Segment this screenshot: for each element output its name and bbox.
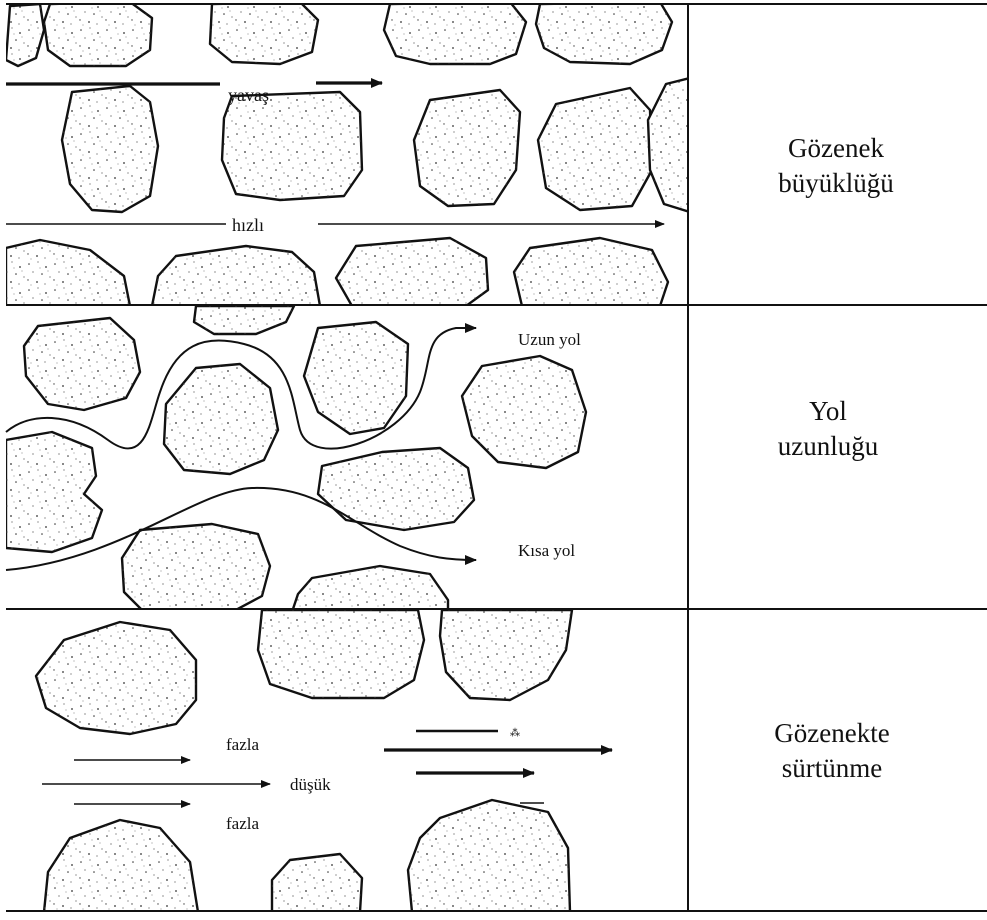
- grain: [44, 820, 198, 912]
- grain: [164, 364, 278, 474]
- grain: [538, 88, 652, 210]
- grains-panel-1: [6, 2, 690, 306]
- grain: [6, 4, 44, 66]
- grain: [6, 240, 130, 306]
- side-label-pore-size-line1: Gözenek: [788, 133, 884, 163]
- side-label-path-length-line2: uzunluğu: [778, 431, 879, 461]
- grain: [272, 854, 362, 912]
- side-label-pore-size-line2: büyüklüğü: [778, 168, 894, 198]
- grain: [152, 246, 320, 306]
- label-long-path: Uzun yol: [518, 330, 581, 349]
- grain: [6, 432, 102, 552]
- grain: [462, 356, 586, 468]
- grain: [24, 318, 140, 410]
- grain: [258, 610, 424, 698]
- label-low: düşük: [290, 775, 331, 794]
- side-label-path-length-line1: Yol: [809, 396, 847, 426]
- grain: [292, 566, 448, 612]
- grain: [210, 2, 318, 64]
- grains-panel-2: [6, 306, 586, 612]
- label-high-top: fazla: [226, 735, 259, 754]
- grain: [408, 800, 570, 912]
- panel-path-length: Uzun yol Kısa yol: [6, 306, 586, 612]
- grain: [336, 238, 488, 306]
- label-fast: hızlı: [232, 215, 264, 235]
- panel-pore-friction: ⁂ fazla düşük fazla: [36, 610, 612, 912]
- label-high-bottom: fazla: [226, 814, 259, 833]
- grain: [414, 90, 520, 206]
- panel-pore-size: yavaş hızlı: [6, 2, 690, 306]
- grain: [62, 86, 158, 212]
- side-label-pore-friction-line2: sürtünme: [782, 753, 883, 783]
- grain: [536, 2, 672, 64]
- grain: [222, 92, 362, 200]
- grain: [648, 78, 690, 212]
- grain: [384, 2, 526, 64]
- grain: [36, 622, 196, 734]
- grains-panel-3: [36, 610, 572, 912]
- grain: [440, 610, 572, 700]
- side-labels: Gözenek büyüklüğü Yol uzunluğu Gözenekte…: [774, 133, 894, 783]
- grain: [44, 2, 152, 66]
- grain: [318, 448, 474, 530]
- side-label-pore-friction-line1: Gözenekte: [774, 718, 889, 748]
- grain: [304, 322, 408, 434]
- label-short-path: Kısa yol: [518, 541, 575, 560]
- label-slow: yavaş: [228, 85, 269, 105]
- faint-mark: ⁂: [510, 728, 520, 739]
- grain: [194, 306, 294, 334]
- grain: [122, 524, 270, 612]
- grain: [514, 238, 668, 306]
